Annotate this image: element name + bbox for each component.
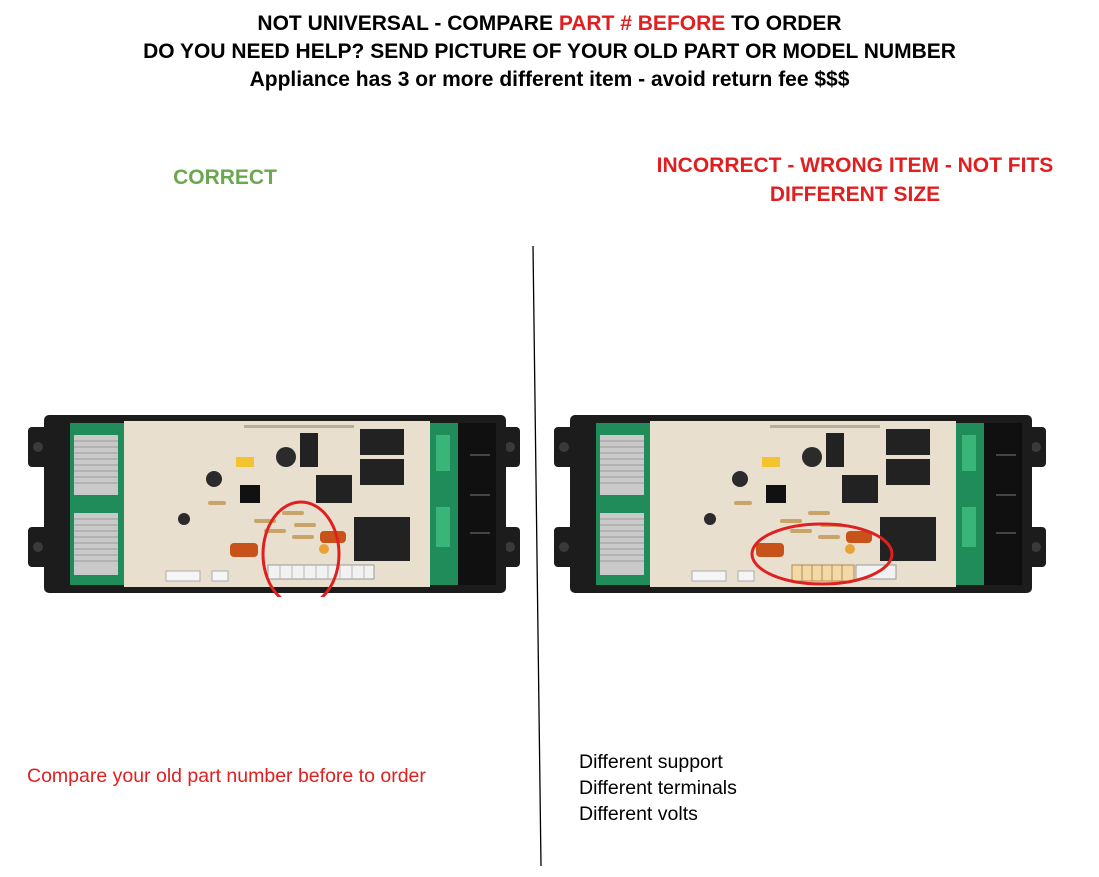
- difference-item: Different support: [579, 751, 723, 773]
- difference-item: Different terminals: [579, 777, 737, 799]
- highlight-circle-correct: [261, 500, 341, 597]
- differences-list: Different support Different terminals Di…: [579, 749, 737, 827]
- header-line-2: DO YOU NEED HELP? SEND PICTURE OF YOUR O…: [143, 40, 956, 63]
- highlight-ellipse-incorrect: [750, 522, 894, 586]
- header-line-1: NOT UNIVERSAL - COMPARE PART # BEFORE TO…: [0, 10, 1099, 38]
- correct-control-board-image: [27, 415, 521, 597]
- header-line-1-start: NOT UNIVERSAL - COMPARE: [257, 12, 559, 35]
- correct-terminal-block: [267, 564, 375, 580]
- header-line-1-highlight: PART # BEFORE: [558, 12, 726, 35]
- header-line-3: Appliance has 3 or more different item -…: [249, 68, 850, 91]
- incorrect-label-line-2: DIFFERENT SIZE: [769, 183, 941, 206]
- incorrect-control-board-image: [553, 415, 1047, 594]
- correct-label: CORRECT: [173, 166, 277, 189]
- header: NOT UNIVERSAL - COMPARE PART # BEFORE TO…: [0, 10, 1099, 94]
- incorrect-terminal-block: [791, 564, 855, 582]
- difference-item: Different volts: [579, 803, 698, 825]
- incorrect-label: INCORRECT - WRONG ITEM - NOT FITS DIFFER…: [610, 151, 1099, 209]
- header-line-1-end: TO ORDER: [725, 12, 842, 35]
- compare-note: Compare your old part number before to o…: [27, 765, 426, 787]
- incorrect-label-line-1: INCORRECT - WRONG ITEM - NOT FITS: [656, 154, 1054, 177]
